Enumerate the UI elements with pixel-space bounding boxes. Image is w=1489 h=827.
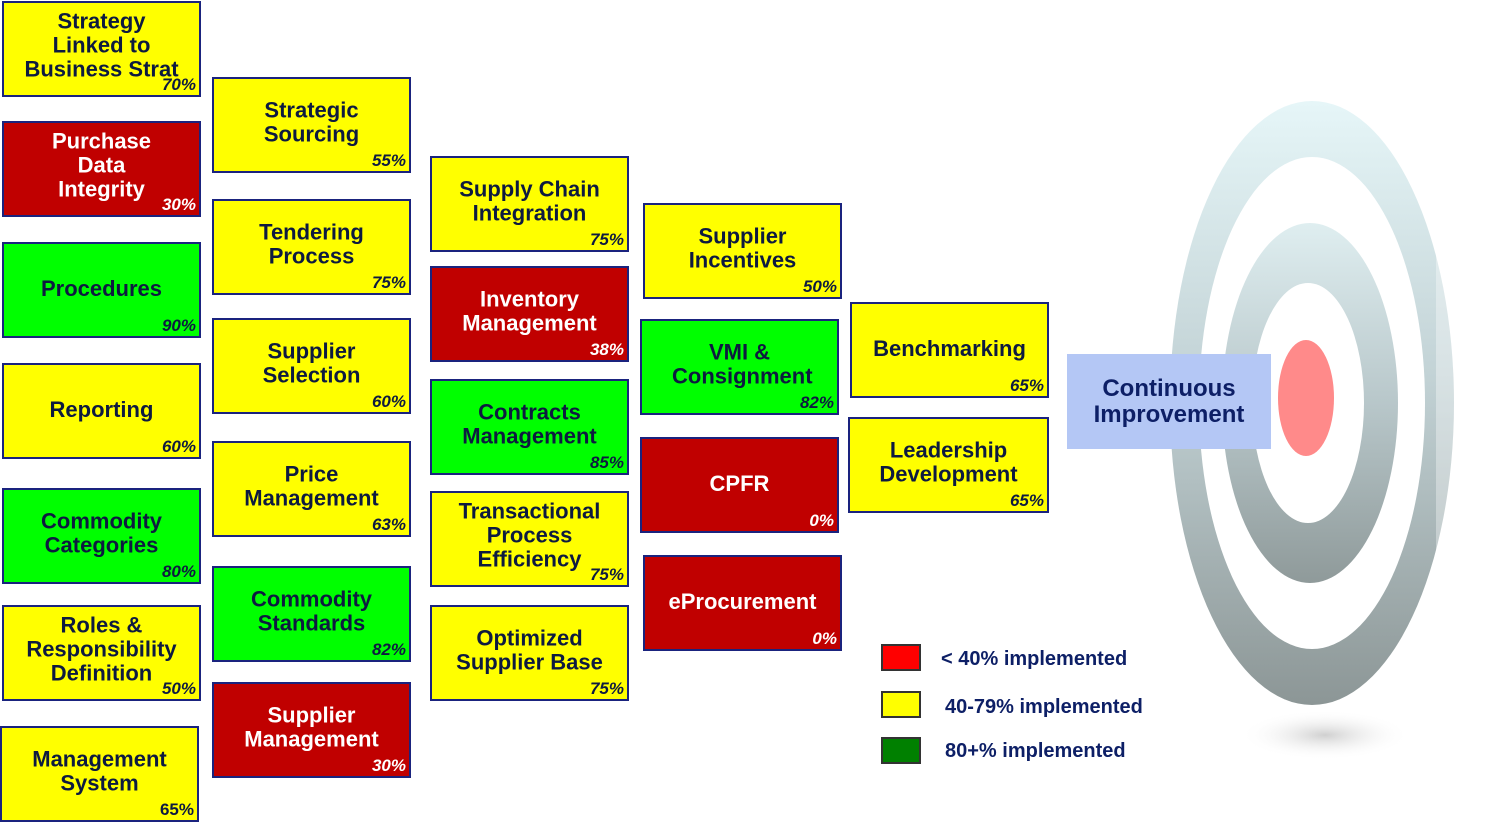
box-inventory-management: Inventory Management 38% [430,266,629,362]
box-label: Strategic Sourcing [263,97,360,147]
box-vmi-consignment: VMI & Consignment 82% [640,319,839,415]
box-label: Supply Chain Integration [459,176,600,226]
box-percent: 55% [371,151,406,170]
continuous-improvement-box: Continuous Improvement [1067,354,1271,449]
box-eprocurement: eProcurement 0% [643,555,842,651]
box-purchase-data-integrity: Purchase Data Integrity 30% [2,121,201,217]
box-strategic-sourcing: Strategic Sourcing 55% [212,77,411,173]
box-label: Price Management [244,461,379,511]
box-percent: 0% [812,629,837,648]
box-percent: 30% [161,195,196,214]
box-contracts-management: Contracts Management 85% [430,379,629,475]
box-percent: 60% [371,392,406,411]
box-management-system: Management System 65% [0,726,199,822]
box-percent: 50% [802,277,837,296]
box-label: Commodity Standards [251,586,372,636]
box-percent: 0% [809,511,834,530]
box-percent: 65% [159,800,194,819]
box-label: eProcurement [668,588,817,614]
box-label: Supplier Management [244,702,379,752]
box-label: VMI & Consignment [672,339,813,389]
legend-swatch-low [881,644,921,671]
continuous-improvement-label: Continuous Improvement [1093,374,1245,428]
box-supplier-management: Supplier Management 30% [212,682,411,778]
box-percent: 75% [589,230,624,249]
box-percent: 85% [589,453,624,472]
box-percent: 60% [161,437,196,456]
box-price-management: Price Management 63% [212,441,411,537]
box-commodity-standards: Commodity Standards 82% [212,566,411,662]
box-label: Tendering Process [259,219,364,269]
box-supplier-incentives: Supplier Incentives 50% [643,203,842,299]
box-label: Leadership Development [879,437,1018,487]
legend-label-high: 80+% implemented [945,740,1126,762]
box-reporting: Reporting 60% [2,363,201,459]
box-label: Commodity Categories [41,508,162,558]
box-strategy-linked: Strategy Linked to Business Strat 70% [2,1,201,97]
box-percent: 75% [371,273,406,292]
box-label: Supplier Selection [262,338,361,388]
box-label: Transactional Process Efficiency [458,498,601,572]
box-label: Inventory Management [462,286,597,336]
target-fade [1436,150,1489,650]
box-roles-responsibility: Roles & Responsibility Definition 50% [2,605,201,701]
box-percent: 75% [589,679,624,698]
box-tendering-process: Tendering Process 75% [212,199,411,295]
box-optimized-supplier-base: Optimized Supplier Base 75% [430,605,629,701]
box-supply-chain-integration: Supply Chain Integration 75% [430,156,629,252]
box-label: Strategy Linked to Business Strat [24,8,179,82]
box-percent: 38% [589,340,624,359]
box-percent: 75% [589,565,624,584]
box-leadership-development: Leadership Development 65% [848,417,1049,513]
box-label: Reporting [49,396,154,422]
box-percent: 30% [371,756,406,775]
legend-label-low: < 40% implemented [941,648,1128,670]
box-commodity-categories: Commodity Categories 80% [2,488,201,584]
box-label: Supplier Incentives [688,223,797,273]
box-label: Purchase Data Integrity [51,128,152,202]
legend-swatch-high [881,737,921,764]
box-percent: 65% [1009,491,1044,510]
box-label: Optimized Supplier Base [456,625,603,675]
box-percent: 50% [161,679,196,698]
box-percent: 63% [371,515,406,534]
legend-swatch-mid [881,691,921,718]
box-transactional-process-efficiency: Transactional Process Efficiency 75% [430,491,629,587]
legend-label-mid: 40-79% implemented [945,696,1143,718]
box-label: Procedures [40,275,163,301]
target-bullseye [1278,340,1334,456]
box-supplier-selection: Supplier Selection 60% [212,318,411,414]
box-cpfr: CPFR 0% [640,437,839,533]
box-percent: 70% [161,75,196,94]
box-label: Roles & Responsibility Definition [26,612,177,686]
target-shadow [1240,710,1410,760]
box-procedures: Procedures 90% [2,242,201,338]
box-percent: 82% [371,640,406,659]
box-percent: 82% [799,393,834,412]
box-percent: 80% [161,562,196,581]
box-label: Management System [32,746,167,796]
box-benchmarking: Benchmarking 65% [850,302,1049,398]
box-percent: 90% [161,316,196,335]
box-percent: 65% [1009,376,1044,395]
box-label: Benchmarking [873,335,1026,361]
box-label: Contracts Management [462,399,597,449]
box-label: CPFR [709,470,770,496]
